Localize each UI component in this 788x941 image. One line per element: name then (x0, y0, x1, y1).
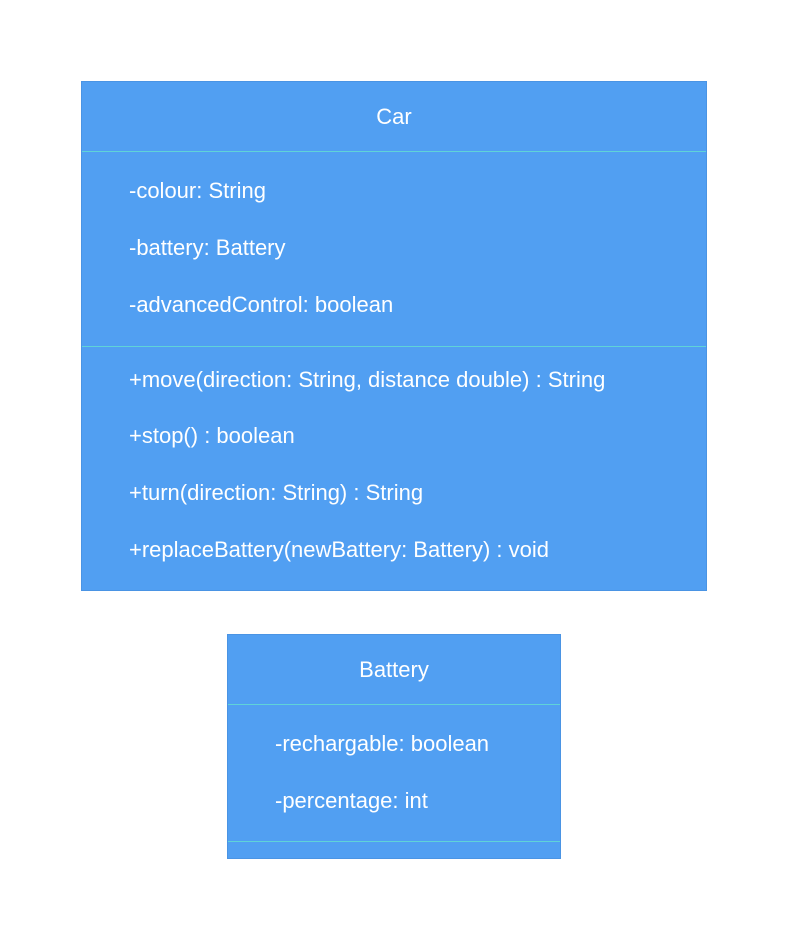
battery-attribute-rechargable: -rechargable: boolean (275, 731, 490, 756)
car-method-move: +move(direction: String, distance double… (129, 367, 606, 392)
battery-methods-divider (228, 841, 560, 842)
battery-attribute-percentage: -percentage: int (275, 788, 428, 813)
car-attribute-advanced-control: -advancedControl: boolean (129, 292, 394, 317)
car-method-turn: +turn(direction: String) : String (129, 480, 424, 505)
car-attributes-divider (82, 151, 706, 152)
car-method-stop: +stop() : boolean (129, 423, 295, 448)
car-attribute-colour: -colour: String (129, 178, 266, 203)
battery-class-name: Battery (359, 657, 429, 682)
car-class-box[interactable]: Car -colour: String -battery: Battery -a… (81, 81, 707, 591)
battery-attributes-divider (228, 704, 560, 705)
car-method-replace-battery: +replaceBattery(newBattery: Battery) : v… (129, 537, 550, 562)
car-class-name: Car (376, 104, 412, 129)
car-attribute-battery: -battery: Battery (129, 235, 286, 260)
car-methods-divider (82, 346, 706, 347)
battery-class-box[interactable]: Battery -rechargable: boolean -percentag… (227, 634, 561, 859)
